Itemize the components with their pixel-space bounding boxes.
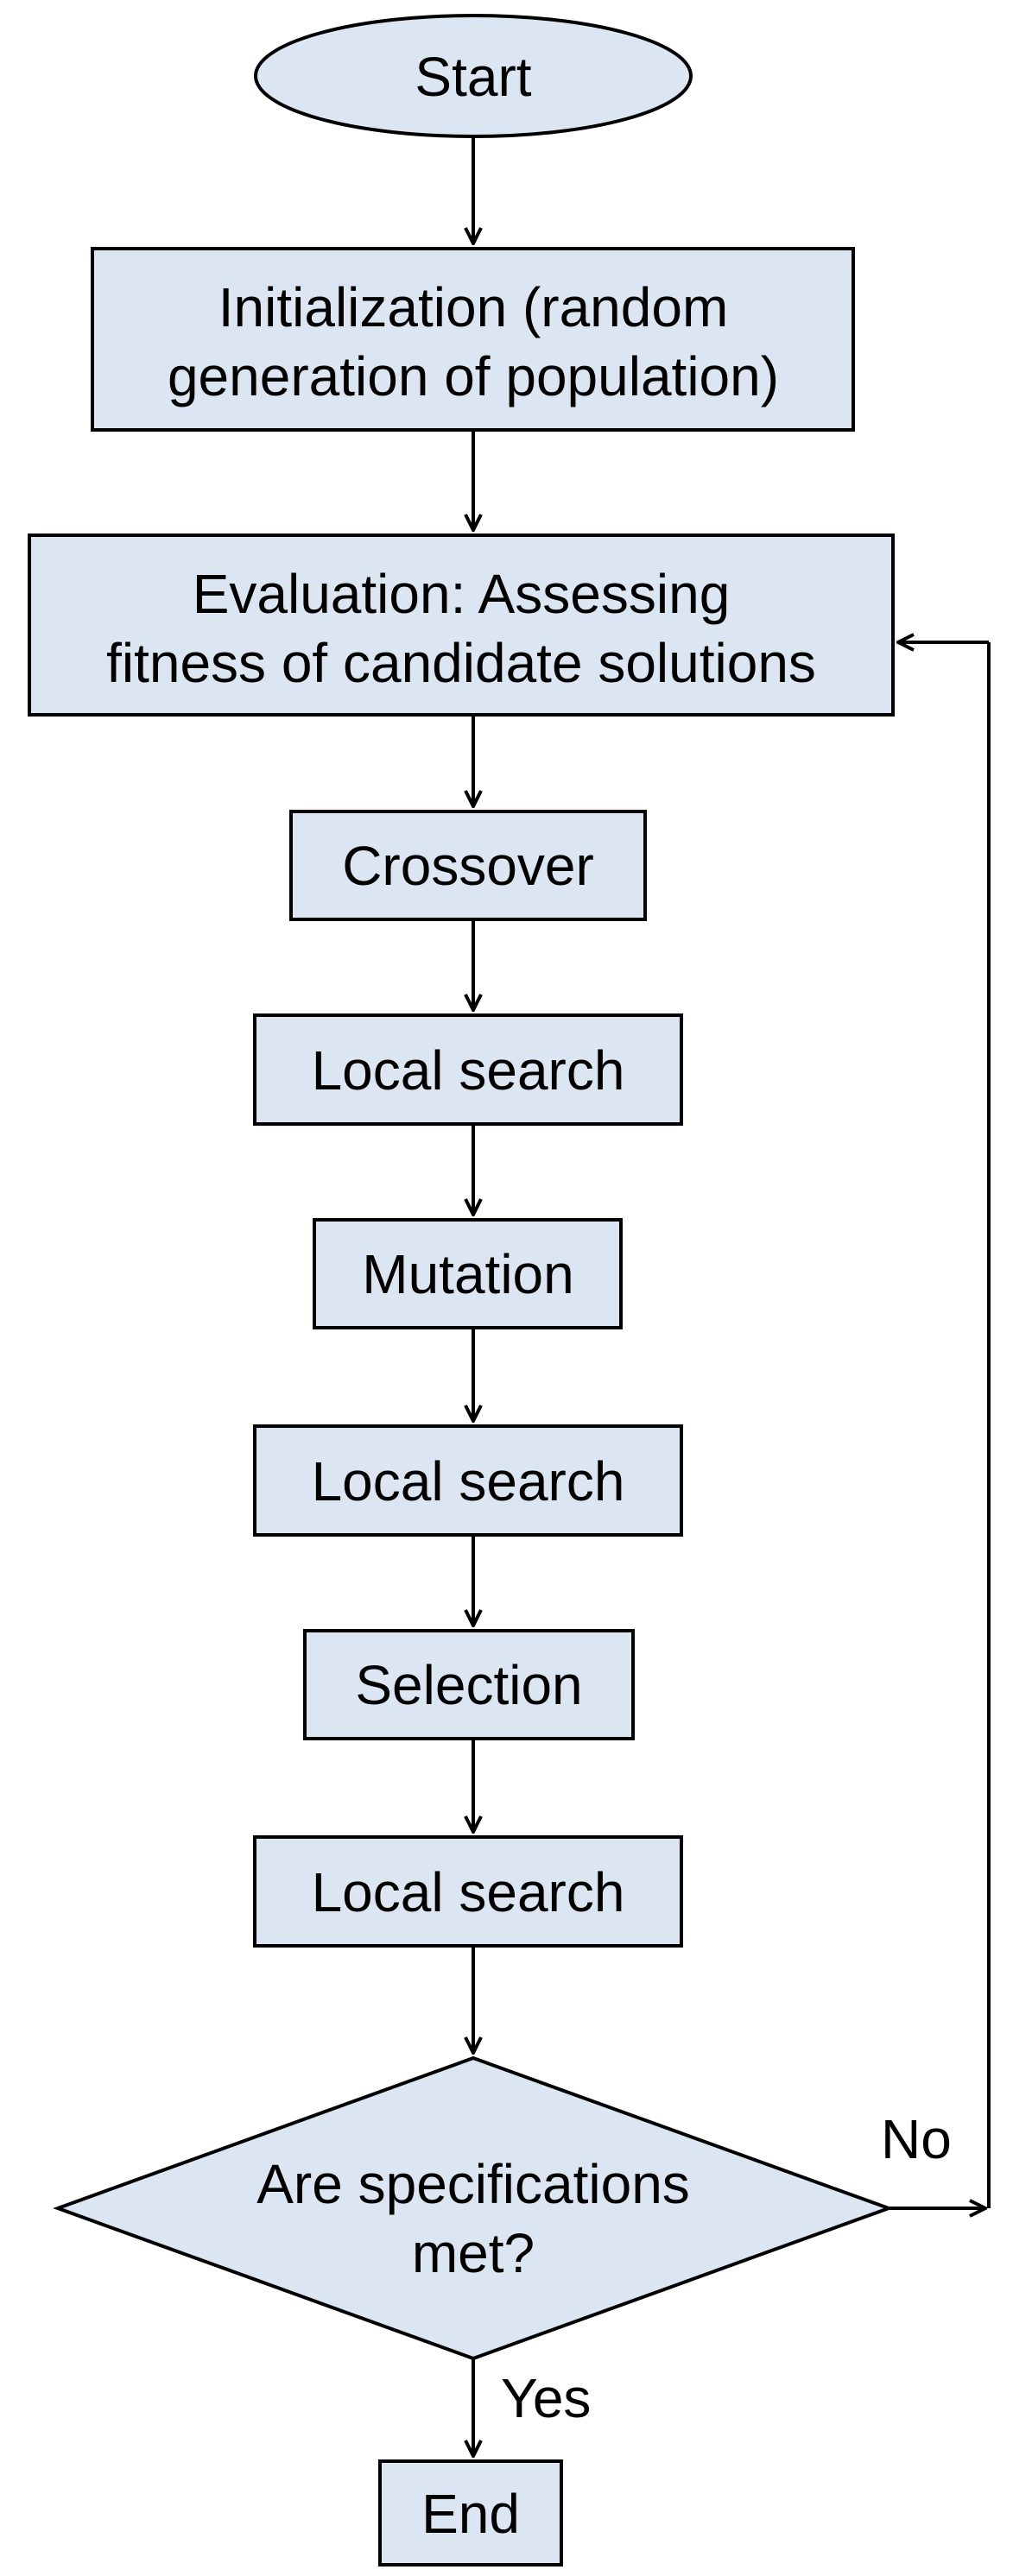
crossover-label: Crossover [342,835,594,897]
initialization-label-line2: generation of population) [168,345,779,407]
local-search-3-node: Local search [253,1835,683,1948]
local-search-2-node: Local search [253,1424,683,1537]
decision-node: Are specifications met? [53,2055,894,2361]
end-label: End [421,2483,520,2545]
initialization-label-line1: Initialization (random [218,276,729,338]
mutation-label: Mutation [362,1243,573,1305]
local-search-3-label: Local search [312,1861,625,1923]
selection-label: Selection [355,1654,582,1716]
start-label: Start [415,46,531,108]
local-search-2-label: Local search [312,1450,625,1512]
evaluation-label-line2: fitness of candidate solutions [106,632,816,694]
start-node: Start [254,14,693,138]
end-node: End [378,2459,563,2567]
mutation-node: Mutation [313,1218,623,1329]
no-label: No [881,2108,952,2170]
crossover-node: Crossover [289,810,647,921]
initialization-node: Initialization (random generation of pop… [91,247,855,432]
selection-node: Selection [303,1629,635,1740]
evaluation-label-line1: Evaluation: Assessing [193,563,731,625]
yes-label: Yes [501,2367,591,2429]
local-search-1-label: Local search [312,1039,625,1102]
evaluation-node: Evaluation: Assessing fitness of candida… [28,534,895,717]
local-search-1-node: Local search [253,1013,683,1126]
decision-label-line2: met? [412,2222,535,2284]
decision-label-line1: Are specifications [256,2153,690,2215]
